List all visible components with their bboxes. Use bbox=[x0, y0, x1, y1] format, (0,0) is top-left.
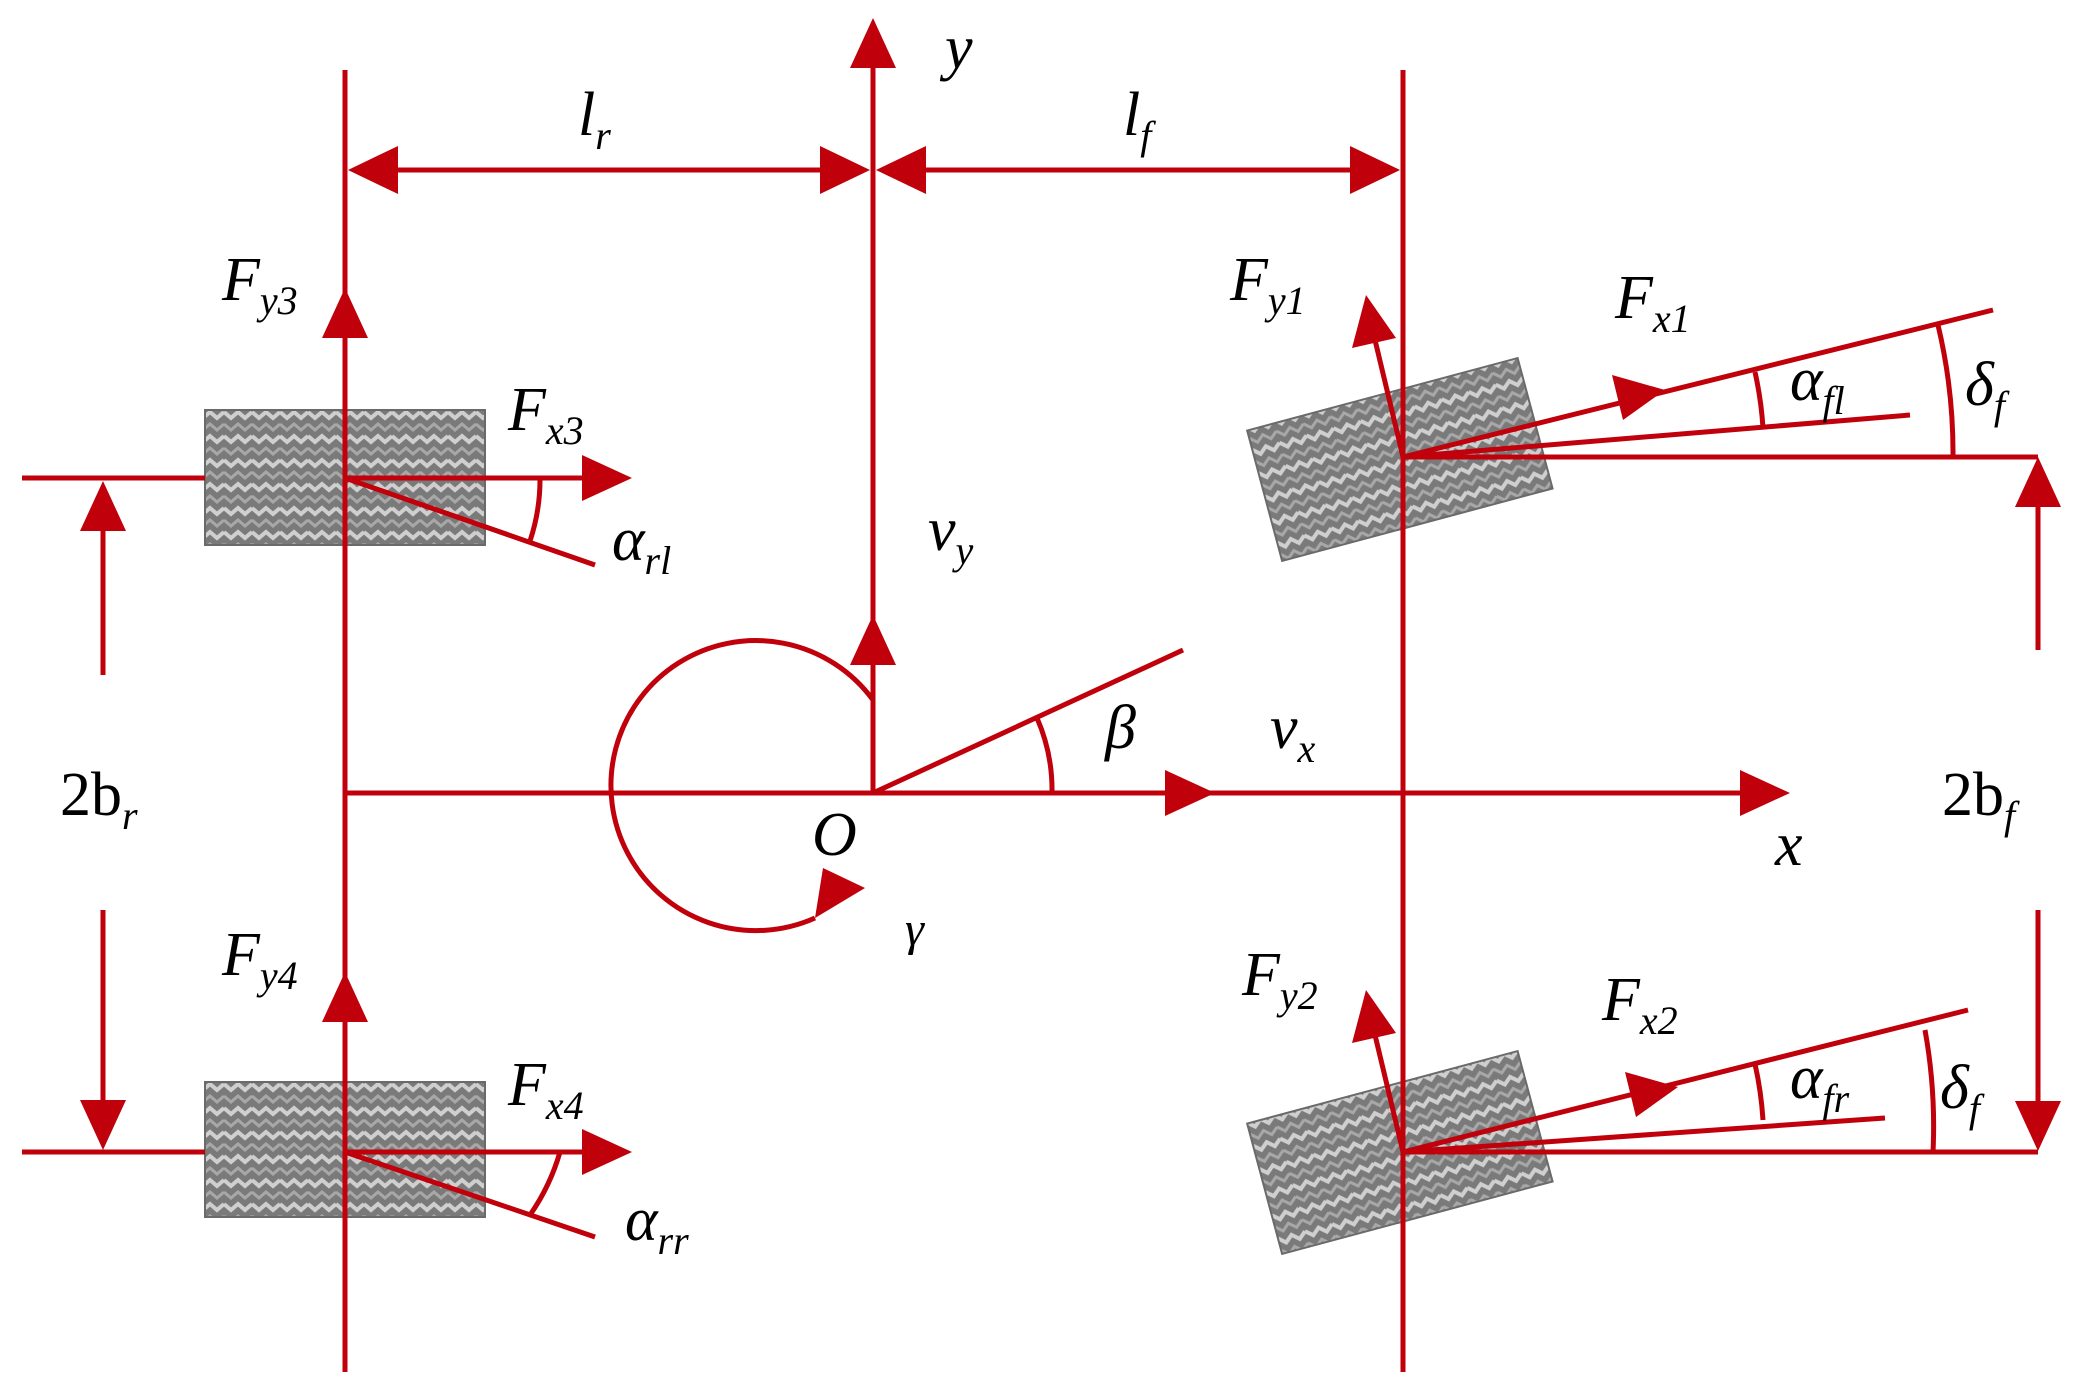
delta-f-top-arc bbox=[1935, 324, 1956, 458]
alpha-rl-line bbox=[344, 475, 596, 568]
gamma-label: γ bbox=[905, 903, 925, 956]
alpha-rr-arc bbox=[527, 1151, 563, 1217]
delta-f-bottom-label: δf bbox=[1940, 1054, 1985, 1131]
lr-arrow-left bbox=[348, 146, 398, 194]
x-axis-arrowhead bbox=[1740, 770, 1790, 816]
front-left-tire bbox=[1245, 356, 1554, 563]
2bf-upper-arrowhead bbox=[2015, 457, 2061, 507]
alpha-fr-arc bbox=[1752, 1063, 1766, 1121]
fy4-arrowhead bbox=[322, 972, 368, 1022]
alpha-fl-label: αfl bbox=[1790, 346, 1845, 423]
origin-label: O bbox=[812, 801, 857, 869]
fy3-label: Fy3 bbox=[221, 246, 298, 323]
fy3-arrowhead bbox=[322, 288, 368, 338]
x-axis-label: x bbox=[1774, 811, 1803, 879]
fy2-line bbox=[1372, 1034, 1406, 1153]
gamma-arrowhead bbox=[815, 868, 865, 918]
2br-label: 2br bbox=[60, 761, 138, 838]
gamma-yaw-arc bbox=[608, 638, 876, 934]
fy2-arrowhead bbox=[1352, 990, 1396, 1043]
lf-label: lf bbox=[1123, 81, 1156, 158]
fx2-label: Fx2 bbox=[1601, 966, 1678, 1043]
lf-arrow-left bbox=[876, 146, 926, 194]
alpha-fr-line bbox=[1402, 1115, 1886, 1155]
delta-f-top-label: δf bbox=[1965, 351, 2010, 428]
alpha-fl-line bbox=[1402, 412, 1911, 460]
beta-label: β bbox=[1104, 694, 1136, 762]
fx4-label: Fx4 bbox=[507, 1051, 584, 1128]
fx1-arrowhead bbox=[1612, 375, 1665, 420]
fy1-line bbox=[1372, 339, 1406, 458]
fy4-label: Fy4 bbox=[221, 921, 298, 998]
vx-arrowhead bbox=[1165, 770, 1215, 816]
fx3-arrowhead bbox=[582, 455, 632, 501]
y-axis-label: y bbox=[939, 14, 973, 82]
fy2-label: Fy2 bbox=[1241, 941, 1318, 1018]
fl-steer-line bbox=[1402, 307, 1994, 460]
y-axis-arrowhead bbox=[850, 18, 896, 68]
fy1-label: Fy1 bbox=[1229, 246, 1306, 323]
fr-steer-line bbox=[1402, 1007, 1969, 1155]
fx1-label: Fx1 bbox=[1614, 264, 1691, 341]
alpha-rr-line bbox=[344, 1149, 596, 1240]
vy-label: vy bbox=[928, 496, 974, 573]
lf-arrow-right bbox=[1350, 146, 1400, 194]
lr-label: lr bbox=[578, 81, 611, 158]
alpha-rl-label: αrl bbox=[612, 506, 671, 583]
vx-label: vx bbox=[1270, 694, 1316, 771]
beta-arc bbox=[1034, 717, 1055, 794]
lr-arrow-right bbox=[820, 146, 870, 194]
alpha-rl-arc bbox=[527, 477, 543, 542]
vy-arrowhead bbox=[850, 615, 896, 665]
alpha-fr-label: αfr bbox=[1790, 1044, 1850, 1121]
2br-lower-arrowhead bbox=[80, 1100, 126, 1150]
alpha-fl-arc bbox=[1752, 371, 1766, 429]
fy1-arrowhead bbox=[1352, 295, 1396, 348]
fx4-arrowhead bbox=[582, 1129, 632, 1175]
fx2-arrowhead bbox=[1625, 1072, 1678, 1117]
alpha-rr-label: αrr bbox=[625, 1186, 689, 1263]
beta-velocity-line bbox=[871, 647, 1185, 796]
2bf-lower-arrowhead bbox=[2015, 1101, 2061, 1151]
2br-upper-arrowhead bbox=[80, 481, 126, 531]
delta-f-bottom-arc bbox=[1922, 1029, 1937, 1153]
fx3-label: Fx3 bbox=[507, 376, 584, 453]
2bf-label: 2bf bbox=[1942, 761, 2020, 838]
